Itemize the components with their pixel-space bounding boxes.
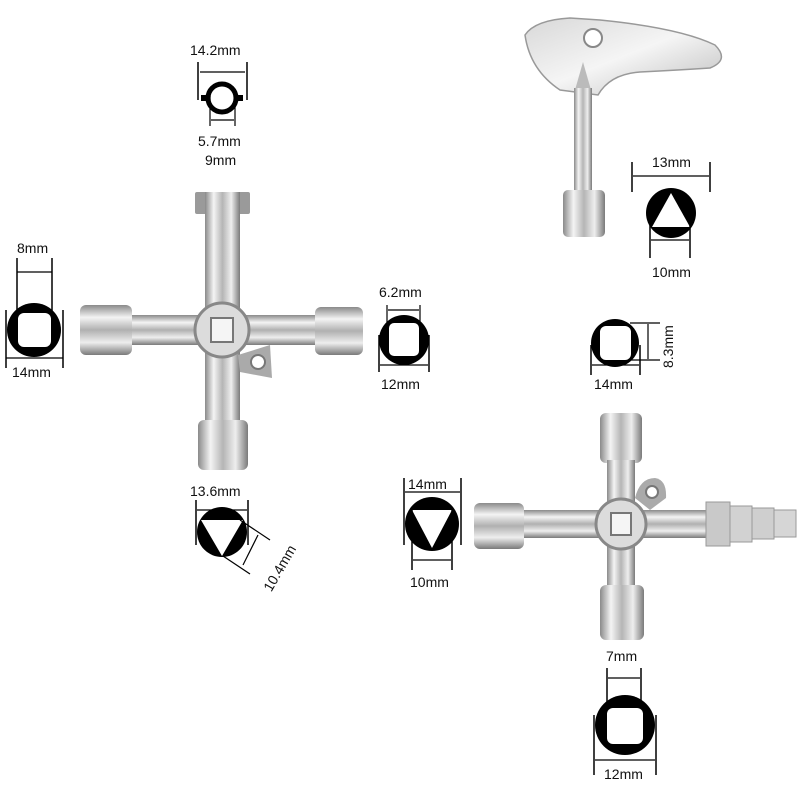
dim-label-k1-left-outer: 14mm <box>12 364 51 380</box>
dim-label-k3-left-outer: 14mm <box>408 476 447 492</box>
cross-key-stepped <box>474 413 797 640</box>
profile-k3-top <box>590 319 660 375</box>
dim-label-k1-right-inner: 6.2mm <box>379 284 422 300</box>
dim-label-k3-left-inner: 10mm <box>410 574 449 590</box>
dim-label-k1-top-inner: 5.7mm <box>198 133 241 149</box>
dim-label-k3-top-inner-text: 8.3mm <box>660 325 676 368</box>
radiator-triangle-key <box>524 17 723 237</box>
dim-label-k3-top-inner: 8.3mm <box>660 325 703 384</box>
dim-label-k3-bottom-inner: 7mm <box>606 648 638 664</box>
profile-k1-right <box>378 305 430 372</box>
dim-label-k1-right-outer: 12mm <box>381 376 420 392</box>
dim-label-k1-top-bit: 9mm <box>205 152 237 168</box>
dim-label-k1-top-outer: 14.2mm <box>190 42 241 58</box>
dim-label-k3-bottom-outer: 12mm <box>604 766 643 782</box>
profile-k3-bottom <box>593 668 657 775</box>
dim-label-k1-left-inner: 8mm <box>17 240 49 256</box>
profile-k1-left <box>5 258 64 368</box>
profile-k3-left <box>403 478 462 570</box>
profile-k1-bottom <box>195 500 271 575</box>
dim-label-k2-inner: 10mm <box>652 264 691 280</box>
profile-k1-top <box>197 62 248 126</box>
dim-label-k2-outer: 13mm <box>652 154 691 170</box>
dim-label-k1-bottom-outer: 13.6mm <box>190 483 241 499</box>
dim-label-k3-top-outer: 14mm <box>594 376 633 392</box>
cross-key-4way <box>80 192 363 470</box>
profile-k2 <box>631 162 711 258</box>
